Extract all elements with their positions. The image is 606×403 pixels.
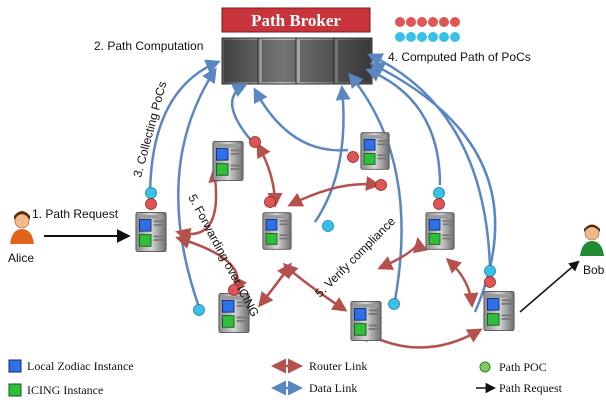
- page-title: Path Broker: [251, 11, 341, 30]
- alice-label: Alice: [8, 251, 34, 265]
- router-node: [262, 212, 292, 250]
- data-link: [365, 67, 442, 186]
- bob-label: Bob: [583, 263, 605, 277]
- alice-avatar: [10, 211, 34, 244]
- legend-data-label: Data Link: [309, 381, 357, 395]
- computed-poc-path: [395, 17, 460, 42]
- router-node: [212, 140, 244, 182]
- router-link: [377, 237, 428, 270]
- router-node: [350, 300, 382, 342]
- data-link: [313, 85, 351, 223]
- data-link: [177, 67, 217, 311]
- legend-poc-swatch: [479, 361, 491, 373]
- legend: Local Zodiac Instance ICING Instance Rou…: [8, 358, 563, 397]
- router-link: [287, 176, 381, 207]
- path-broker-banner: Path Broker: [221, 7, 371, 33]
- router-link: [445, 257, 479, 308]
- legend-icing-label: ICING Instance: [27, 383, 103, 397]
- path-request-arrow: [519, 260, 580, 313]
- legend-zodiac-label: Local Zodiac Instance: [27, 359, 134, 373]
- legend-icing-swatch: [8, 383, 22, 397]
- legend-router-label: Router Link: [309, 359, 367, 373]
- router-node: [360, 132, 390, 170]
- step-collecting-pocs: 3. Collecting PoCs: [130, 80, 169, 179]
- data-link: [367, 53, 492, 269]
- router-node: [483, 290, 515, 332]
- broker-server-rack: [221, 37, 373, 85]
- poc-markers: [145, 136, 496, 316]
- bob-avatar: [580, 224, 604, 256]
- step-path-request: 1. Path Request: [32, 207, 119, 221]
- data-link: [230, 83, 256, 146]
- router-link: [175, 167, 224, 243]
- router-node: [425, 212, 455, 250]
- data-link: [253, 87, 349, 152]
- router-link: [282, 262, 348, 312]
- router-link: [256, 142, 283, 208]
- router-node: [135, 211, 167, 253]
- legend-request-label: Path Request: [499, 381, 563, 395]
- step-computed-path: 4. Computed Path of PoCs: [388, 50, 531, 64]
- router-link: [258, 262, 292, 308]
- step-path-computation: 2. Path Computation: [94, 39, 203, 53]
- legend-poc-label: Path POC: [499, 360, 547, 374]
- legend-zodiac-swatch: [8, 359, 22, 373]
- data-links: [148, 53, 497, 313]
- router-link: [175, 234, 248, 293]
